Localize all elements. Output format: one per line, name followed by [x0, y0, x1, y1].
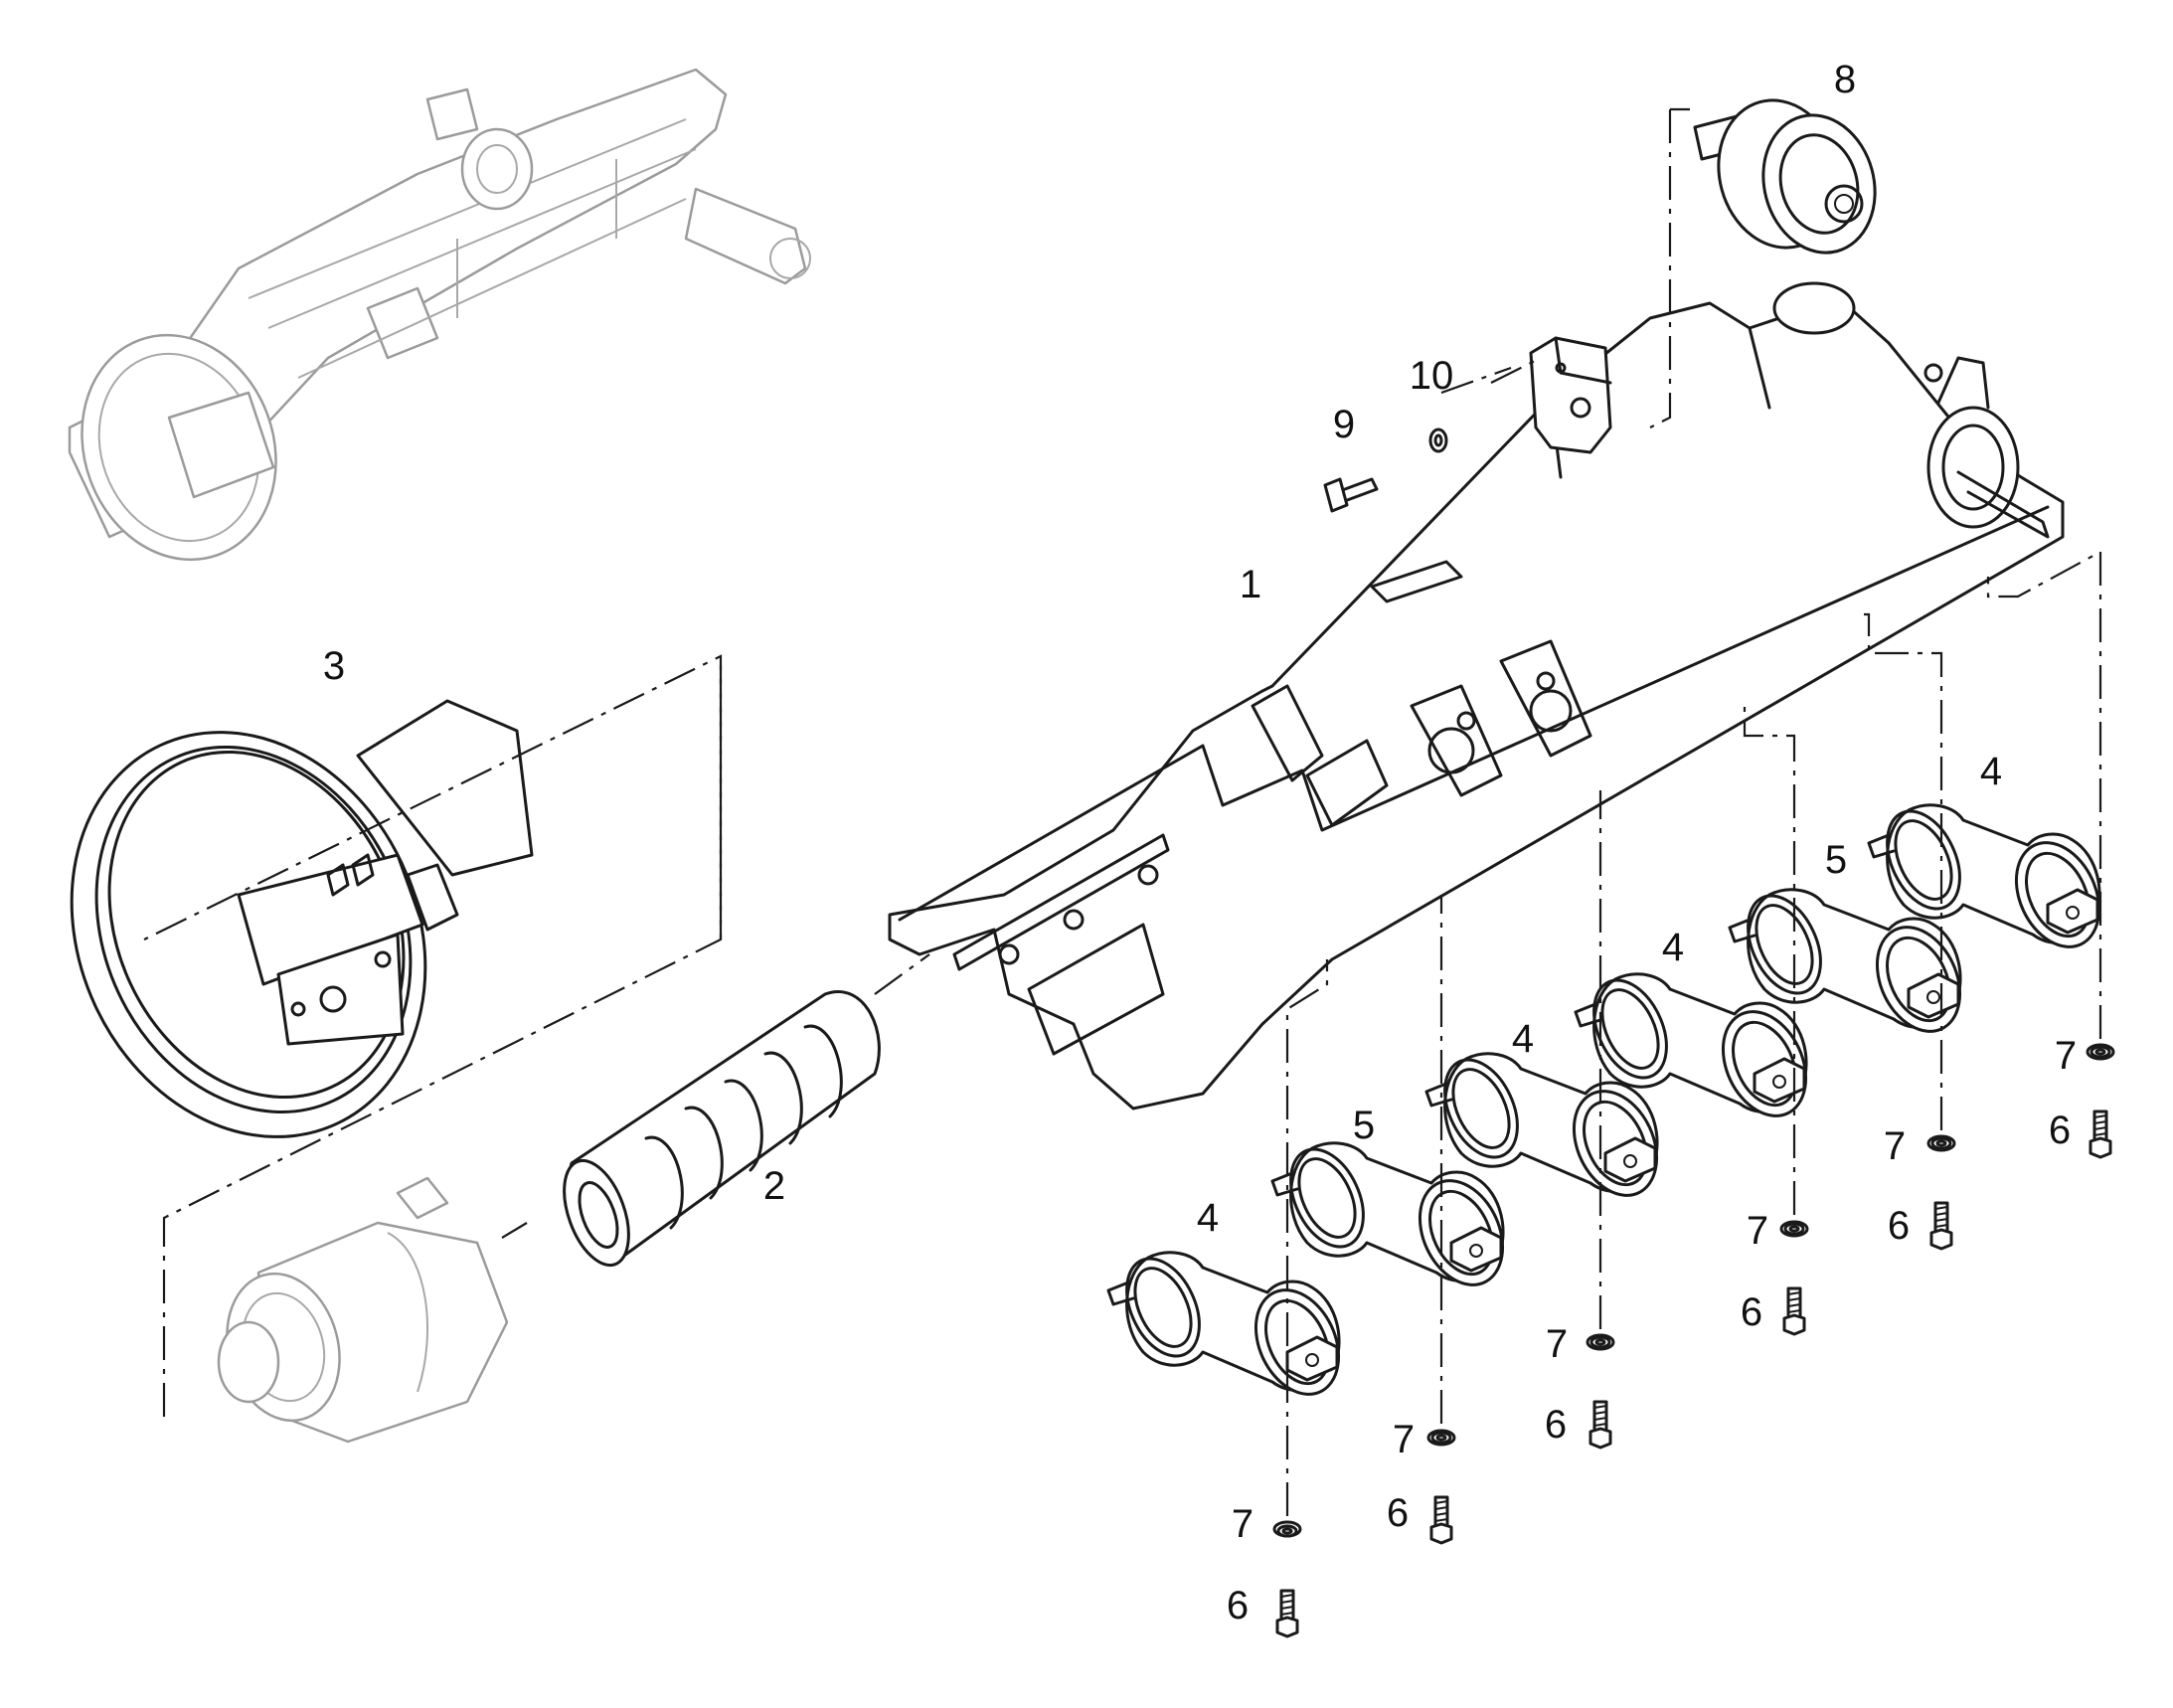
assembly-leader-lines	[143, 107, 2102, 1516]
callout-6: 6	[2048, 1109, 2072, 1152]
washers	[1272, 1043, 2115, 1538]
callout-10: 10	[1409, 354, 1454, 398]
assembly-preview-ghost	[68, 68, 811, 562]
track-roller-2	[1270, 1135, 1521, 1300]
callout-4: 4	[1661, 926, 1685, 969]
bolts	[1275, 1045, 2112, 1638]
callout-7: 7	[1231, 1502, 1254, 1546]
idler-hub-ghost	[217, 1176, 509, 1444]
track-roller-1	[1106, 1245, 1357, 1410]
callout-2: 2	[762, 1164, 786, 1208]
callout-6: 6	[1386, 1491, 1410, 1535]
callout-7: 7	[1746, 1209, 1769, 1253]
recoil-spring	[563, 990, 881, 1268]
callout-8: 8	[1833, 58, 1857, 101]
callout-6: 6	[1740, 1290, 1763, 1334]
callout-6: 6	[1544, 1403, 1568, 1447]
callout-4: 4	[1511, 1017, 1535, 1061]
track-frame	[888, 281, 2065, 1110]
bracket-bolt-and-washer	[1323, 427, 1448, 513]
callout-6: 6	[1887, 1204, 1911, 1248]
callout-1: 1	[1239, 563, 1262, 606]
callout-5: 5	[1352, 1104, 1376, 1147]
callout-5: 5	[1824, 838, 1848, 882]
callout-7: 7	[1545, 1322, 1569, 1366]
mounting-bracket	[1529, 336, 1612, 454]
callout-3: 3	[322, 644, 346, 688]
callout-6: 6	[1226, 1584, 1250, 1627]
callout-7: 7	[1392, 1418, 1416, 1461]
callout-7: 7	[1883, 1124, 1907, 1168]
idler-assembly	[70, 699, 534, 1138]
callout-4: 4	[1196, 1196, 1220, 1240]
callout-4: 4	[1979, 750, 2003, 793]
callout-9: 9	[1332, 403, 1356, 446]
callout-7: 7	[2054, 1034, 2078, 1078]
carrier-roller	[1693, 98, 1877, 255]
